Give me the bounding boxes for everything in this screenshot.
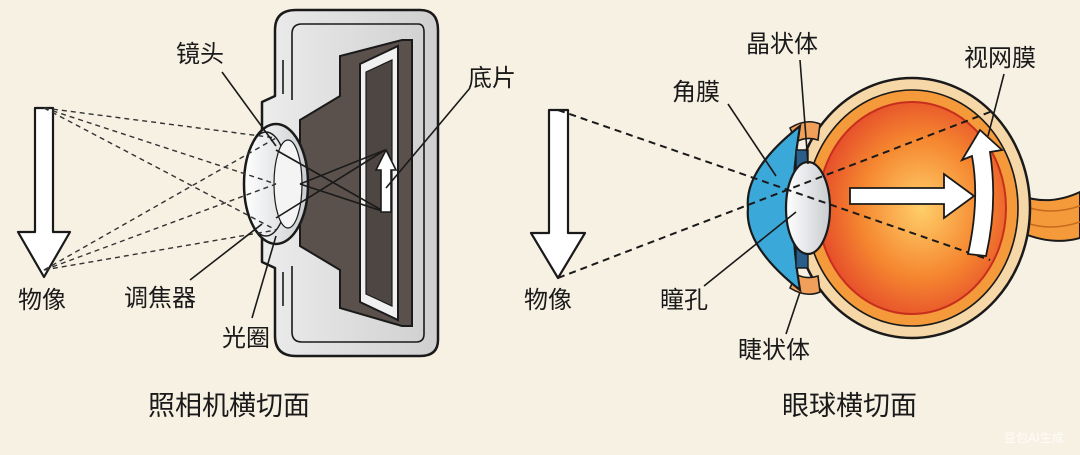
label-camera-object: 物像 — [18, 286, 66, 314]
label-camera-focus: 调焦器 — [124, 284, 196, 312]
label-camera-lens: 镜头 — [176, 40, 224, 68]
label-eye-retina: 视网膜 — [964, 44, 1036, 72]
eye-optic-nerve — [1018, 190, 1080, 242]
caption-eye: 眼球横切面 — [782, 391, 917, 422]
eye-lens — [784, 160, 832, 256]
label-eye-cornea: 角膜 — [672, 78, 720, 106]
label-eye-ciliary-body: 睫状体 — [738, 336, 810, 364]
watermark: 豆包AI生成 — [1004, 431, 1064, 445]
label-camera-aperture: 光圈 — [222, 324, 270, 352]
label-eye-crystalline-lens: 晶状体 — [746, 30, 818, 58]
label-eye-pupil: 瞳孔 — [660, 286, 708, 314]
camera-cross-section — [16, 8, 471, 358]
caption-camera: 照相机横切面 — [148, 391, 310, 422]
eye-image-arrow — [959, 128, 1004, 257]
label-eye-object: 物像 — [524, 286, 572, 314]
eye-cross-section — [529, 59, 1080, 340]
camera-object-arrow — [16, 106, 72, 279]
eye-object-arrow — [529, 108, 587, 280]
label-camera-film: 底片 — [468, 64, 516, 92]
eye-light-arrow — [849, 172, 976, 220]
camera-image-arrow — [374, 148, 398, 213]
